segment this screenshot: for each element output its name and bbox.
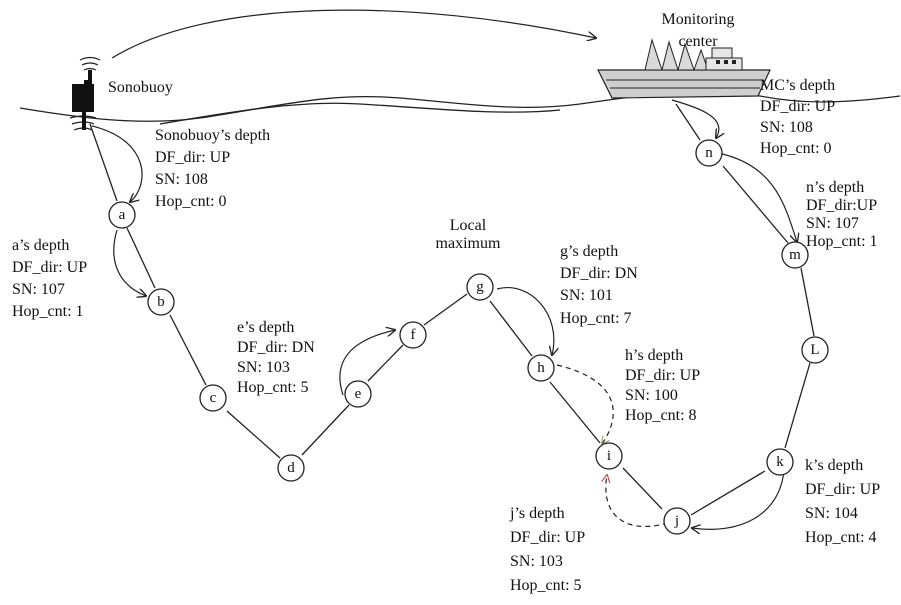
svg-text:DF_dir: UP: DF_dir: UP [760, 98, 835, 115]
node-g: g [466, 273, 494, 301]
info-mc: MC’s depth DF_dir: UP SN: 108 Hop_cnt: 0 [760, 77, 835, 157]
svg-text:SN: 104: SN: 104 [805, 505, 858, 522]
svg-text:DF_dir: UP: DF_dir: UP [510, 529, 585, 546]
svg-text:SN: 100: SN: 100 [625, 387, 678, 404]
node-k: k [766, 448, 794, 476]
local-maximum-label-2: maximum [436, 235, 501, 252]
svg-text:k’s depth: k’s depth [805, 457, 863, 474]
svg-text:DF_dir: UP: DF_dir: UP [625, 367, 700, 384]
info-j: j’s depth DF_dir: UP SN: 103 Hop_cnt: 5 [509, 505, 585, 594]
svg-text:DF_dir: UP: DF_dir: UP [805, 481, 880, 498]
svg-text:e’s depth: e’s depth [237, 319, 294, 336]
svg-text:Hop_cnt: 5: Hop_cnt: 5 [510, 577, 582, 594]
svg-text:Sonobuoy’s depth: Sonobuoy’s depth [155, 127, 270, 144]
water-surface-lower [159, 102, 561, 125]
svg-text:g’s depth: g’s depth [560, 243, 618, 260]
svg-text:c: c [210, 390, 217, 406]
svg-text:L: L [810, 342, 819, 358]
svg-text:SN: 107: SN: 107 [806, 215, 859, 232]
svg-text:MC’s depth: MC’s depth [760, 77, 835, 94]
svg-text:n’s depth: n’s depth [806, 179, 864, 196]
svg-text:DF_dir: UP: DF_dir: UP [12, 259, 87, 276]
svg-text:h’s depth: h’s depth [625, 347, 683, 364]
svg-text:SN: 103: SN: 103 [237, 359, 290, 376]
svg-text:Hop_cnt: 8: Hop_cnt: 8 [625, 407, 697, 424]
svg-text:DF_dir: DN: DF_dir: DN [560, 265, 638, 282]
svg-text:d: d [287, 460, 295, 476]
svg-text:SN: 101: SN: 101 [560, 287, 613, 304]
sonobuoy-label: Sonobuoy [108, 79, 173, 96]
node-d: d [277, 454, 305, 482]
svg-text:SN: 108: SN: 108 [760, 119, 813, 136]
node-e: e [344, 380, 372, 408]
info-h: h’s depth DF_dir: UP SN: 100 Hop_cnt: 8 [625, 347, 700, 424]
svg-text:e: e [355, 386, 362, 402]
svg-text:Hop_cnt: 1: Hop_cnt: 1 [806, 233, 878, 250]
info-g: g’s depth DF_dir: DN SN: 101 Hop_cnt: 7 [560, 243, 638, 327]
svg-text:g: g [476, 279, 484, 295]
svg-text:k: k [776, 454, 784, 470]
flow-arrows [91, 99, 797, 529]
svg-text:a: a [119, 207, 126, 223]
node-j: j [663, 507, 691, 535]
svg-text:a’s depth: a’s depth [12, 237, 69, 254]
sonobuoy-icon [69, 56, 101, 131]
svg-text:h: h [537, 360, 545, 376]
svg-text:DF_dir:UP: DF_dir:UP [806, 197, 877, 214]
info-sonobuoy: Sonobuoy’s depth DF_dir: UP SN: 108 Hop_… [155, 127, 270, 210]
svg-text:Hop_cnt: 7: Hop_cnt: 7 [560, 310, 632, 327]
info-a: a’s depth DF_dir: UP SN: 107 Hop_cnt: 1 [12, 237, 87, 320]
node-i: i [595, 442, 623, 470]
svg-text:Hop_cnt: 5: Hop_cnt: 5 [237, 379, 309, 396]
monitoring-center-label-1: Monitoring [662, 11, 735, 28]
svg-text:i: i [607, 448, 611, 464]
ship-icon [597, 38, 771, 99]
route-links [89, 103, 815, 516]
svg-text:b: b [157, 294, 165, 310]
svg-text:DF_dir: DN: DF_dir: DN [237, 339, 315, 356]
node-b: b [147, 288, 175, 316]
svg-text:j: j [674, 513, 679, 529]
svg-text:Hop_cnt: 1: Hop_cnt: 1 [12, 303, 84, 320]
info-n: n’s depth DF_dir:UP SN: 107 Hop_cnt: 1 [806, 179, 878, 250]
node-m: m [781, 241, 809, 269]
svg-text:m: m [789, 247, 801, 263]
svg-text:Hop_cnt: 0: Hop_cnt: 0 [760, 140, 832, 157]
svg-text:DF_dir: UP: DF_dir: UP [155, 149, 230, 166]
svg-text:j’s depth: j’s depth [509, 505, 565, 522]
node-n: n [695, 139, 723, 167]
water-surface [19, 90, 901, 122]
svg-text:SN: 108: SN: 108 [155, 171, 208, 188]
uplink-arrow [111, 9, 596, 59]
local-maximum-label-1: Local [450, 217, 487, 234]
monitoring-center-label-2: center [678, 33, 718, 50]
node-L: L [801, 336, 829, 364]
node-c: c [199, 384, 227, 412]
node-f: f [399, 321, 427, 349]
svg-text:SN: 103: SN: 103 [510, 553, 563, 570]
info-k: k’s depth DF_dir: UP SN: 104 Hop_cnt: 4 [805, 457, 880, 546]
svg-text:Hop_cnt: 4: Hop_cnt: 4 [805, 529, 877, 546]
node-h: h [527, 354, 555, 382]
svg-text:Hop_cnt: 0: Hop_cnt: 0 [155, 193, 227, 210]
svg-text:n: n [705, 145, 713, 161]
node-a: a [108, 201, 136, 229]
svg-text:SN: 107: SN: 107 [12, 281, 65, 298]
info-e: e’s depth DF_dir: DN SN: 103 Hop_cnt: 5 [237, 319, 315, 396]
svg-text:f: f [411, 327, 416, 343]
